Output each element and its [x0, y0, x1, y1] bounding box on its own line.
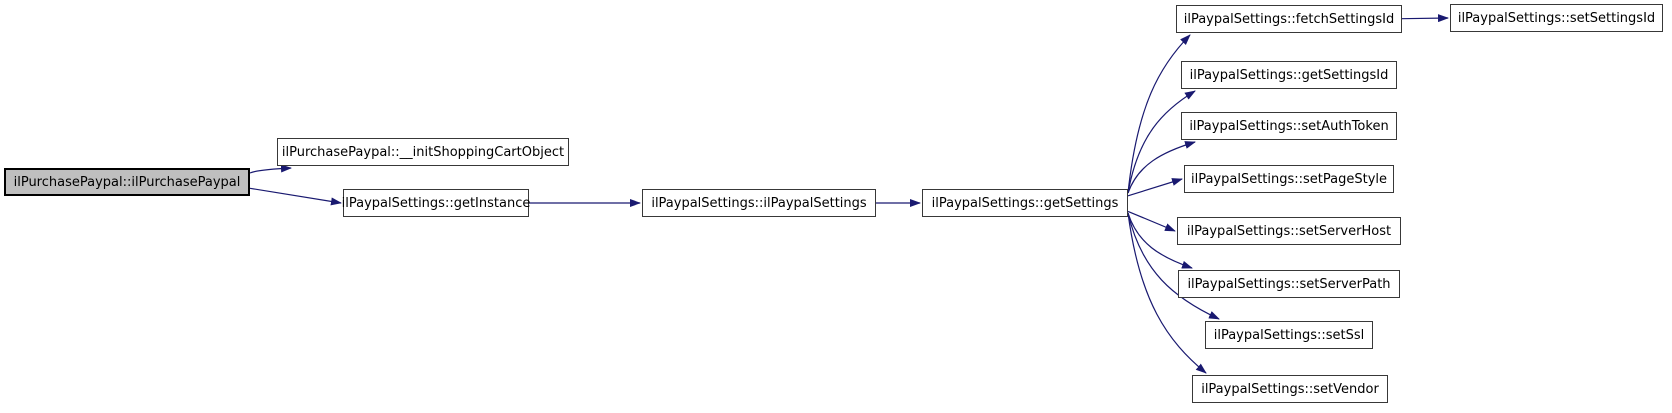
edge-getSettings-setVendor [1127, 212, 1207, 374]
edge-getSettings-setSsl [1127, 212, 1220, 320]
edge-getSettings-setPageStyle [1127, 178, 1183, 197]
edge-getSettings-fetchSettingsId [1127, 34, 1191, 194]
graph-node-setPageStyle[interactable]: ilPaypalSettings::setPageStyle [1184, 165, 1394, 193]
graph-node-getSettings[interactable]: ilPaypalSettings::getSettings [922, 189, 1128, 217]
graph-node-fetchSettingsId[interactable]: ilPaypalSettings::fetchSettingsId [1176, 5, 1402, 33]
graph-node-getInstance[interactable]: ilPaypalSettings::getInstance [342, 189, 530, 217]
graph-node-ilPurchasePaypal: ilPurchasePaypal::ilPurchasePaypal [4, 168, 250, 196]
edge-getSettings-setServerPath [1127, 212, 1193, 269]
graph-node-setSsl[interactable]: ilPaypalSettings::setSsl [1205, 321, 1373, 349]
edge-getSettings-getSettingsId [1127, 90, 1196, 194]
graph-node-setVendor[interactable]: ilPaypalSettings::setVendor [1192, 375, 1388, 403]
graph-node-getSettingsId[interactable]: ilPaypalSettings::getSettingsId [1181, 61, 1397, 89]
graph-node-initShoppingCartObject[interactable]: ilPurchasePaypal::__initShoppingCartObje… [277, 138, 569, 166]
edge-ilPurchasePaypal-getInstance [249, 187, 342, 206]
graph-node-setServerHost[interactable]: ilPaypalSettings::setServerHost [1177, 217, 1401, 245]
edge-getSettings-setAuthToken [1127, 141, 1196, 194]
edge-getSettings-setServerHost [1127, 210, 1176, 232]
graph-node-setSettingsId[interactable]: ilPaypalSettings::setSettingsId [1450, 4, 1663, 32]
edge-ilPurchasePaypal-initShoppingCartObject [249, 164, 292, 174]
edge-fetchSettingsId-setSettingsId [1401, 14, 1449, 23]
graph-node-setServerPath[interactable]: ilPaypalSettings::setServerPath [1178, 270, 1400, 298]
graph-node-ilPaypalSettings[interactable]: ilPaypalSettings::ilPaypalSettings [642, 189, 876, 217]
graph-node-setAuthToken[interactable]: ilPaypalSettings::setAuthToken [1181, 112, 1397, 140]
edge-group [249, 14, 1449, 374]
